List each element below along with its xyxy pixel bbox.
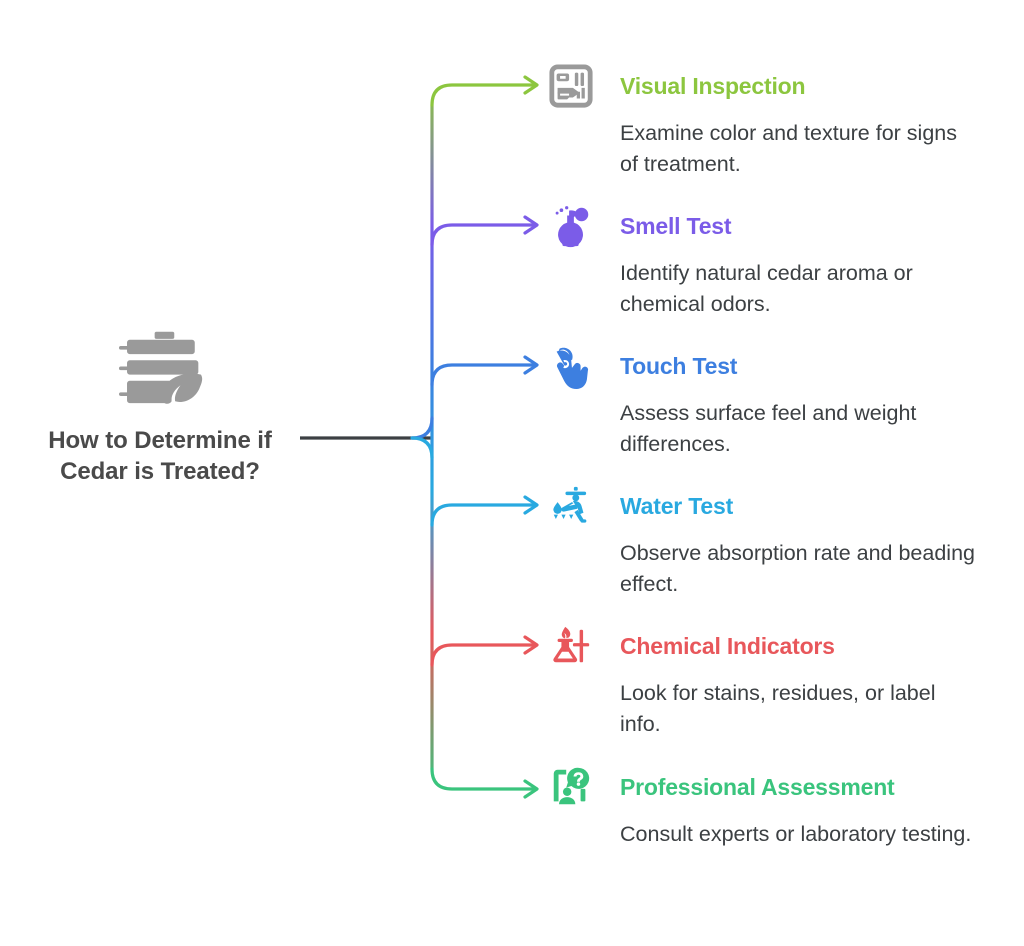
bunsen-burner-flask-icon [553,626,590,663]
branch-connector-2 [430,363,535,387]
branch-title: Chemical Indicators [620,632,835,659]
branch-description: Observe absorption rate and beading effe… [620,541,975,596]
branch-connector-4 [430,643,535,667]
branch-header: Professional Assessment [548,759,988,815]
spine-junction-lower [410,436,434,460]
branch-description: Identify natural cedar aroma or chemical… [620,261,913,316]
branch-arrow-2 [523,355,539,375]
spine-junction-upper [410,416,434,440]
nose-flask-smell-icon [555,206,589,248]
branch-description: Examine color and texture for signs of t… [620,121,957,176]
branch-item-smell-test[interactable]: Smell Test Identify natural cedar aroma … [548,198,988,319]
root-label: How to Determine if Cedar is Treated? [48,427,272,485]
wood-grain-inspect-icon [549,64,593,108]
branch-connector-5 [430,767,535,791]
stacked-wood-planks-leaf-icon [119,331,203,404]
branch-connector-3 [430,503,535,527]
branch-title: Water Test [620,492,734,519]
watering-person-droplets-icon [553,486,587,523]
root-node[interactable]: How to Determine if Cedar is Treated? [20,330,300,487]
branch-description: Consult experts or laboratory testing. [620,822,972,846]
branch-connector-1 [430,223,535,247]
branch-header: Visual Inspection [548,58,988,114]
expert-question-icon [553,767,590,805]
branch-header: Water Test [548,478,988,534]
branch-connector-0 [430,83,535,107]
branch-item-touch-test[interactable]: Touch Test Assess surface feel and weigh… [548,338,988,459]
branch-item-water-test[interactable]: Water Test Observe absorption rate and b… [548,478,988,599]
branch-title: Visual Inspection [620,72,806,99]
branch-title: Smell Test [620,212,732,239]
hand-touch-icon [556,347,589,389]
branch-header: Smell Test [548,198,988,254]
branch-item-chemical-indicators[interactable]: Chemical Indicators Look for stains, res… [548,618,988,739]
branch-item-professional-assessment[interactable]: Professional Assessment Consult experts … [548,759,988,850]
branch-title: Professional Assessment [620,773,895,800]
branch-arrow-5 [523,779,539,799]
branch-arrow-0 [523,75,539,95]
branch-header: Chemical Indicators [548,618,988,674]
branch-arrow-1 [523,215,539,235]
branch-arrow-3 [523,495,539,515]
branch-header: Touch Test [548,338,988,394]
branch-item-visual-inspection[interactable]: Visual Inspection Examine color and text… [548,58,988,179]
branch-title: Touch Test [620,352,738,379]
branch-description: Look for stains, residues, or label info… [620,681,936,736]
branch-description: Assess surface feel and weight differenc… [620,401,917,456]
branch-arrow-4 [523,635,539,655]
